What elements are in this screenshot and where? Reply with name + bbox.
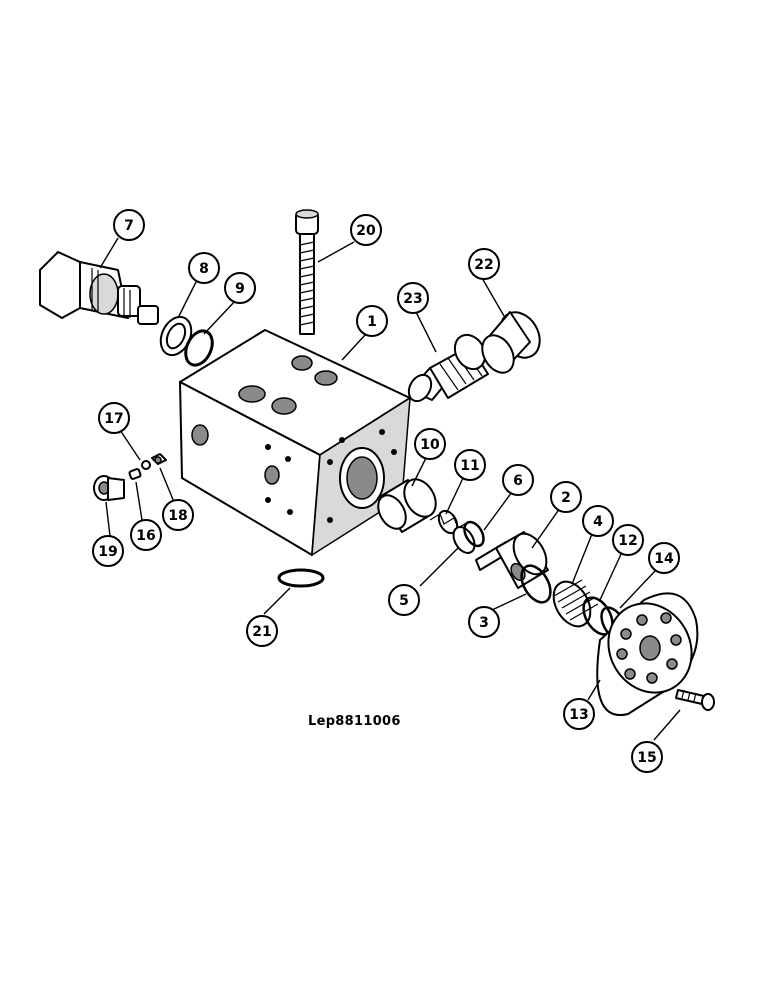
ball-17 <box>141 460 151 470</box>
callout-15-label: 15 <box>637 750 656 766</box>
drawing-reference-code: Lep8811006 <box>308 714 401 729</box>
callout-2-label: 2 <box>561 490 571 506</box>
callout-18: 18 <box>162 499 194 531</box>
callout-16-label: 16 <box>136 528 155 544</box>
callout-14: 14 <box>648 542 680 574</box>
callout-23: 23 <box>397 282 429 314</box>
callout-15: 15 <box>631 741 663 773</box>
callout-17-label: 17 <box>104 411 123 427</box>
callout-7: 7 <box>113 209 145 241</box>
callout-9-label: 9 <box>235 281 245 297</box>
callout-8-label: 8 <box>199 261 209 277</box>
callout-22-label: 22 <box>474 257 493 273</box>
callout-11: 11 <box>454 449 486 481</box>
callout-21-label: 21 <box>252 624 271 640</box>
callout-10: 10 <box>414 428 446 460</box>
callout-1: 1 <box>356 305 388 337</box>
callout-20: 20 <box>350 214 382 246</box>
spring-4 <box>552 579 599 628</box>
spring-16 <box>128 468 142 480</box>
callout-10-label: 10 <box>420 437 440 453</box>
callout-13-label: 13 <box>569 707 588 723</box>
callout-17: 17 <box>98 402 130 434</box>
check-valve-assembly <box>407 333 489 403</box>
plug-fitting-19 <box>93 475 125 501</box>
callout-14-label: 14 <box>654 551 674 567</box>
callout-4: 4 <box>582 505 614 537</box>
callout-7-label: 7 <box>124 218 134 234</box>
leader-lines <box>99 237 681 741</box>
callout-5-label: 5 <box>399 593 409 609</box>
callout-3-label: 3 <box>479 615 489 631</box>
callout-21: 21 <box>246 615 278 647</box>
callout-20-label: 20 <box>356 223 376 239</box>
end-cover <box>596 592 699 717</box>
callout-13: 13 <box>563 698 595 730</box>
o-ring-6 <box>463 520 485 548</box>
callout-22: 22 <box>468 248 500 280</box>
spool-10 <box>377 478 437 533</box>
callout-19-label: 19 <box>98 544 117 560</box>
callout-1-label: 1 <box>367 314 377 330</box>
callout-2: 2 <box>550 481 582 513</box>
cap-screw <box>675 689 715 711</box>
plug-cap <box>481 311 541 374</box>
callout-23-label: 23 <box>403 291 422 307</box>
spool-2 <box>475 531 549 589</box>
callout-5: 5 <box>388 584 420 616</box>
o-ring-3 <box>520 564 552 604</box>
washer-5 <box>452 526 476 554</box>
callout-9: 9 <box>224 272 256 304</box>
long-socket-bolt <box>295 209 319 335</box>
callout-12: 12 <box>612 524 644 556</box>
callout-12-label: 12 <box>618 533 637 549</box>
seat-18 <box>151 453 167 465</box>
callout-16: 16 <box>130 519 162 551</box>
callout-3: 3 <box>468 606 500 638</box>
callout-11-label: 11 <box>460 458 479 474</box>
callout-6-label: 6 <box>513 473 523 489</box>
callout-19: 19 <box>92 535 124 567</box>
valve-body-block <box>179 329 411 557</box>
relief-valve-cartridge <box>39 251 159 325</box>
callout-4-label: 4 <box>593 514 603 530</box>
o-ring-21 <box>277 568 325 588</box>
callout-8: 8 <box>188 252 220 284</box>
callout-18-label: 18 <box>168 508 187 524</box>
callout-6: 6 <box>502 464 534 496</box>
